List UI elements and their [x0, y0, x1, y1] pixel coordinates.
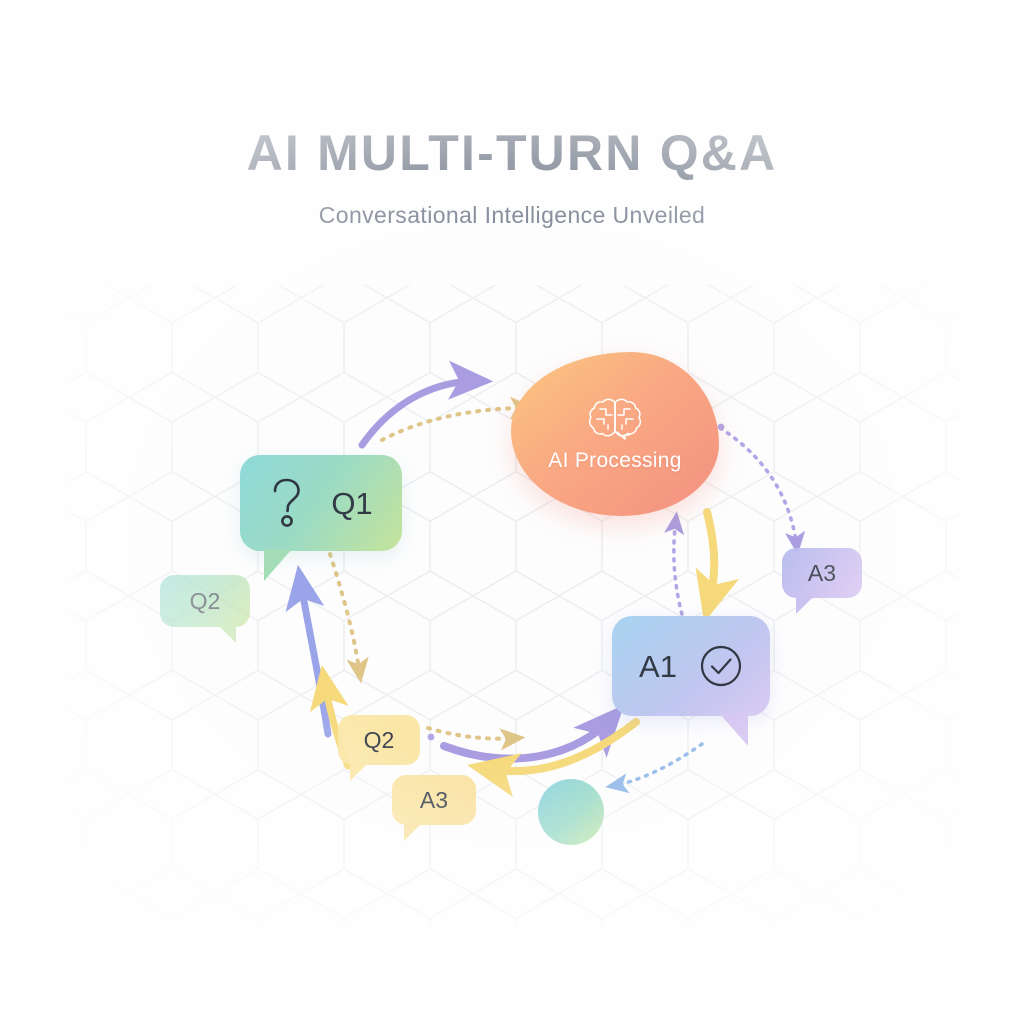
node-ai-processing[interactable]: AI Processing	[511, 352, 719, 516]
node-bubble-q2-faded[interactable]: Q2	[160, 575, 250, 643]
arrow-q2-to-a1-dotted	[426, 726, 526, 751]
node-bubble-q2-yellow[interactable]: Q2	[338, 715, 420, 781]
header-block: AI MULTI-TURN Q&A Conversational Intelli…	[0, 126, 1024, 229]
bubble-q2-faded-tail	[218, 625, 236, 643]
brain-icon	[588, 398, 642, 440]
arrow-ai-to-a1-solid	[695, 508, 739, 623]
bubble-q2-yellow-label: Q2	[363, 726, 395, 753]
page-subtitle: Conversational Intelligence Unveiled	[318, 202, 706, 228]
bubble-a3-right-label: A3	[807, 559, 837, 586]
arrow-ai-to-a3right-dotted	[718, 426, 806, 555]
ai-blob-content: AI Processing	[511, 352, 719, 516]
check-circle-icon	[700, 645, 742, 687]
bubble-q2-faded-label: Q2	[189, 587, 221, 614]
node-accent-circle[interactable]	[538, 779, 604, 845]
node-bubble-a3-yellow[interactable]: A3	[392, 775, 476, 841]
node-bubble-a1[interactable]: A1	[612, 616, 770, 746]
arrow-q1-to-q2-dotted	[328, 552, 369, 684]
bubble-q1-label: Q1	[331, 485, 373, 521]
bubble-a1-tail	[720, 714, 748, 746]
bubble-q2-yellow-tail	[350, 763, 368, 781]
bubble-a3-right-tail	[796, 596, 814, 614]
arrow-a1-to-a3-yellow	[467, 718, 640, 798]
node-bubble-q1[interactable]: Q1	[240, 455, 402, 581]
arrow-q1-to-ai-solid	[358, 360, 494, 449]
question-mark-icon	[274, 478, 301, 527]
arrow-origin-dot-q2-a1	[427, 733, 435, 741]
arrow-a1-to-circle-dotted	[605, 742, 704, 794]
arrow-a3-to-a1-purple	[440, 704, 625, 763]
page-title: AI MULTI-TURN Q&A	[246, 125, 778, 181]
arrow-q2-to-q1-periwinkle	[285, 564, 332, 738]
bubble-a1-label: A1	[639, 648, 677, 684]
arrow-q1-to-ai-dotted	[380, 396, 536, 442]
bubble-a3-yellow-label: A3	[419, 786, 449, 813]
bubble-a3-yellow-tail	[404, 823, 422, 841]
node-bubble-a3-right[interactable]: A3	[782, 548, 862, 614]
bubble-q1-tail	[264, 549, 292, 581]
ai-processing-label: AI Processing	[548, 449, 682, 472]
